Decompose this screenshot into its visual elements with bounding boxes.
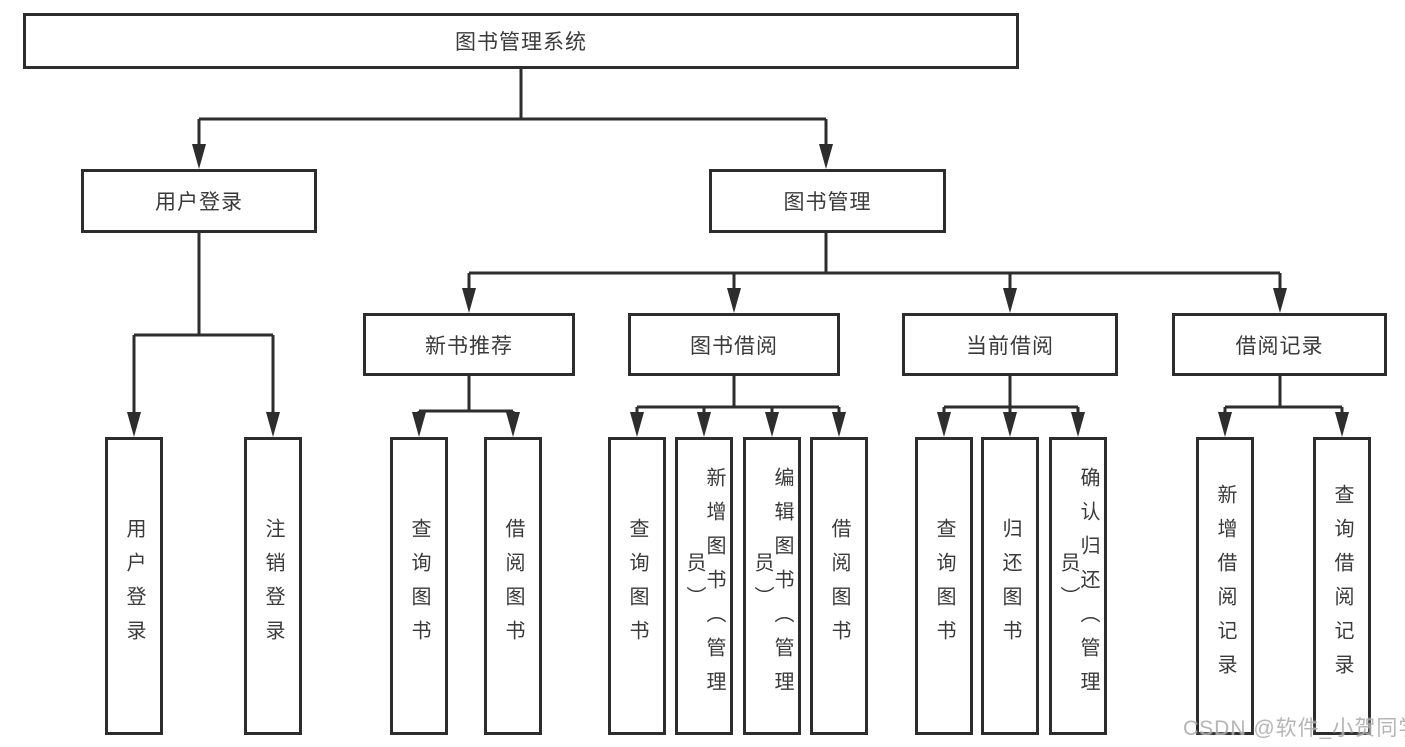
node-root-label: 图书管理系统 [455, 31, 587, 54]
node-book-borrow: 图书借阅 [628, 313, 840, 376]
leaf-borrow-books: 借阅图书 [810, 437, 868, 735]
leaf-add-book-admin: 新增图书（管理员） [675, 437, 733, 735]
leaf-confirm-return-admin: 确认归还（管理员） [1049, 437, 1107, 735]
csdn-watermark: CSDN @软件_小贺同学 [1183, 717, 1405, 740]
leaf-edit-book-admin: 编辑图书（管理员） [743, 437, 801, 735]
connector-book-borrow-children [630, 376, 846, 437]
node-book-management-label: 图书管理 [783, 191, 872, 214]
node-current-borrow-label: 当前借阅 [966, 334, 1054, 358]
leaf-borrow-books-recommend: 借阅图书 [484, 437, 542, 735]
node-book-borrow-label: 图书借阅 [690, 334, 778, 358]
node-root-library-system: 图书管理系统 [23, 13, 1019, 69]
node-new-book-recommend-label: 新书推荐 [425, 334, 513, 358]
leaf-return-books: 归还图书 [981, 437, 1039, 735]
leaf-query-books-current: 查询图书 [915, 437, 973, 735]
connector-book-management-children [462, 233, 1287, 313]
connector-user-login-children [127, 233, 280, 437]
leaf-query-borrow-record: 查询借阅记录 [1313, 437, 1371, 735]
node-borrow-records-label: 借阅记录 [1235, 334, 1324, 358]
node-current-borrow: 当前借阅 [902, 313, 1118, 376]
leaf-add-borrow-record: 新增借阅记录 [1196, 437, 1254, 735]
connector-current-borrow-children [937, 376, 1085, 437]
node-borrow-records: 借阅记录 [1172, 313, 1387, 376]
leaf-query-books-borrow: 查询图书 [608, 437, 666, 735]
node-book-management: 图书管理 [709, 169, 946, 233]
connector-root-to-level2 [192, 69, 833, 169]
connector-new-book-recommend-children [412, 376, 520, 437]
connector-borrow-records-children [1218, 376, 1349, 437]
leaf-user-login: 用户登录 [105, 437, 163, 735]
node-new-book-recommend: 新书推荐 [363, 313, 575, 376]
node-user-login-label: 用户登录 [155, 191, 243, 214]
leaf-query-books-recommend: 查询图书 [390, 437, 448, 735]
node-user-login: 用户登录 [81, 169, 317, 233]
leaf-logout-login: 注销登录 [244, 437, 302, 735]
